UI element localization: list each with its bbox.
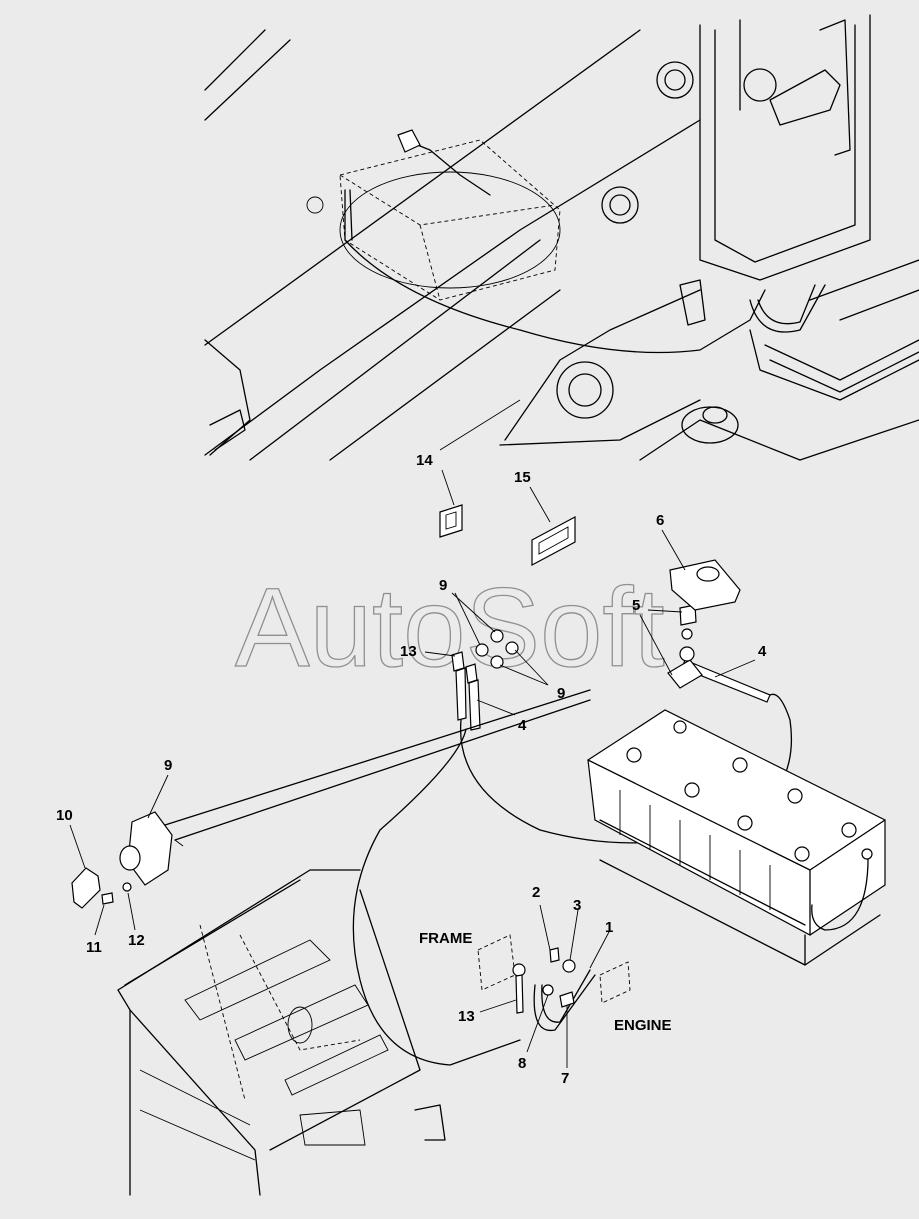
ground-strap	[477, 934, 631, 1032]
watermark-text: AutoSoft	[235, 565, 665, 690]
callout-12: 12	[128, 932, 145, 949]
disconnect-switch	[71, 689, 591, 909]
callout-7: 7	[561, 1070, 569, 1087]
terminal-hardware	[451, 629, 519, 684]
callout-6: 6	[656, 512, 664, 529]
callout-10: 10	[56, 807, 73, 824]
callout-11: 11	[86, 939, 102, 956]
callout-9-top: 9	[439, 577, 447, 594]
callout-13-bottom: 13	[458, 1008, 475, 1025]
callout-labels: 14 15 6 5 4 9 9 13 4 9 10 11 12 2 3 1 13…	[56, 452, 767, 1087]
leader-line	[439, 399, 521, 451]
callout-13-top: 13	[400, 643, 417, 660]
compartment	[117, 869, 446, 1196]
battery	[587, 709, 886, 966]
callout-9-switch: 9	[164, 757, 172, 774]
callout-1: 1	[605, 919, 613, 936]
decal-14	[439, 504, 463, 538]
decal-15	[531, 515, 576, 567]
callout-5: 5	[632, 597, 640, 614]
callout-4-left: 4	[518, 717, 527, 734]
callout-4-right: 4	[758, 643, 767, 660]
callout-9-right: 9	[557, 685, 565, 702]
callout-8: 8	[518, 1055, 526, 1072]
callout-2: 2	[532, 884, 540, 901]
frame-label: FRAME	[419, 930, 472, 947]
callout-14: 14	[416, 452, 433, 469]
positive-terminal	[667, 559, 771, 703]
callout-15: 15	[514, 469, 531, 486]
callout-3: 3	[573, 897, 581, 914]
machine-overview	[204, 14, 919, 461]
leader-lines	[69, 469, 756, 1068]
engine-label: ENGINE	[614, 1017, 672, 1034]
